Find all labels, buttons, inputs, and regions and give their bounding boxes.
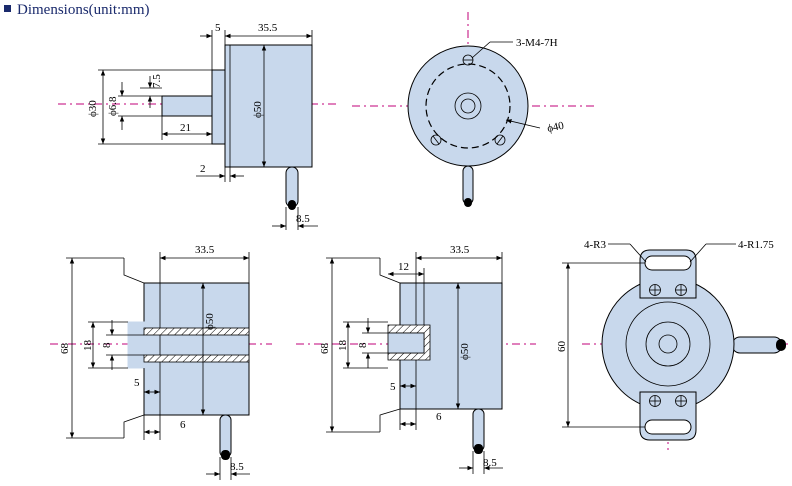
bottom-right-view: 60 4-R3 4-R1.75	[556, 239, 792, 450]
mounting-bracket	[639, 391, 697, 441]
dim-5: 5	[390, 381, 396, 393]
dim-body-length: 35.5	[258, 22, 278, 34]
dim-7-5: 7.5	[151, 74, 163, 88]
bottom-middle-view: 33.5 12 68 18 8 ϕ50 5 6	[296, 244, 536, 474]
dim-8-5: 8.5	[296, 213, 310, 225]
mounting-bracket	[639, 249, 697, 299]
dim-phi30: ϕ30	[87, 100, 99, 117]
encoder-flange	[211, 69, 226, 145]
dim-flange: 5	[215, 22, 221, 34]
page-title: Dimensions(unit:mm)	[17, 2, 150, 18]
page-header: Dimensions(unit:mm)	[4, 2, 150, 19]
encoder-body	[143, 282, 250, 416]
dim-18: 18	[337, 340, 349, 352]
dim-phi40: ϕ40	[546, 120, 565, 135]
dim-phi50: ϕ50	[252, 101, 264, 118]
dim-phi50: ϕ50	[459, 343, 471, 360]
dim-12: 12	[398, 261, 409, 273]
bottom-left-view: 33.5 68 18 8 ϕ50 5 6	[50, 244, 272, 480]
dim-2: 2	[200, 163, 206, 175]
dim-6: 6	[436, 411, 442, 423]
dim-33-5: 33.5	[195, 244, 215, 256]
dim-6: 6	[180, 419, 186, 431]
dim-phi50: ϕ50	[204, 313, 216, 330]
dim-21: 21	[180, 122, 191, 134]
dim-33-5: 33.5	[450, 244, 470, 256]
dim-holes: 3-M4-7H	[516, 37, 558, 49]
dim-8: 8	[357, 342, 369, 348]
cable-gland	[731, 336, 783, 354]
bullet-square-icon	[4, 5, 11, 12]
encoder-shaft	[161, 95, 213, 117]
mounting-hole	[494, 134, 506, 146]
mounting-hole	[430, 134, 442, 146]
dim-phi6-8: ϕ6.8	[107, 96, 119, 116]
dim-68: 68	[319, 343, 331, 355]
encoder-body	[224, 44, 313, 168]
dim-18: 18	[82, 340, 94, 352]
dim-8-5: 8.5	[230, 461, 244, 473]
dim-60: 60	[556, 341, 568, 353]
top-side-view: 5 35.5 ϕ30 ϕ6.8 7.5 21 ϕ50 2	[58, 22, 338, 230]
dim-8: 8	[101, 342, 113, 348]
dim-8-5: 8.5	[483, 457, 497, 469]
top-front-view: 3-M4-7H ϕ40	[352, 12, 595, 207]
dim-68: 68	[59, 343, 71, 355]
mounting-hole	[462, 54, 474, 66]
dim-4-r3: 4-R3	[584, 239, 607, 251]
dim-4-r1-75: 4-R1.75	[738, 239, 774, 251]
dim-5: 5	[134, 377, 140, 389]
